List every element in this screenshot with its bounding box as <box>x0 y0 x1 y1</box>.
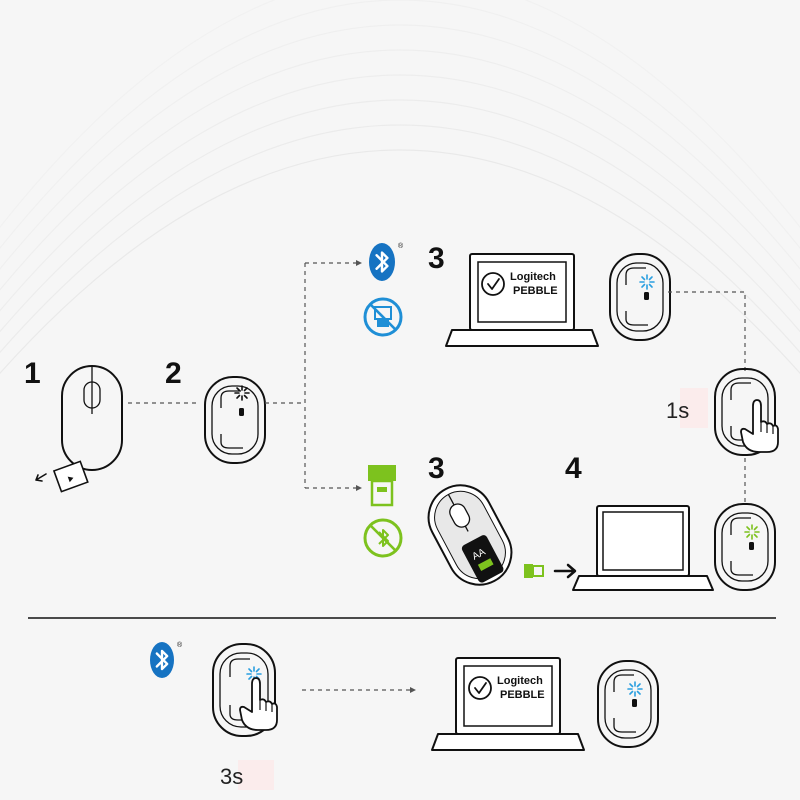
mouse-bottom-hold-3s <box>212 643 278 737</box>
usb-receiver-icon <box>368 465 396 507</box>
laptop-bottom <box>431 657 585 751</box>
insert-arrow <box>553 563 577 579</box>
bluetooth-icon <box>369 243 395 281</box>
hold-time-long: 3s <box>220 764 243 789</box>
mouse-bottom-step2 <box>204 376 266 464</box>
mouse-bottom-final <box>597 660 659 748</box>
pairing-confirmation-bottom <box>468 676 492 700</box>
screen-model: PEBBLE <box>513 285 558 297</box>
mouse-battery-open: AA <box>427 484 513 586</box>
step-2-number: 2 <box>165 357 182 390</box>
step-3-receiver-number: 3 <box>428 452 445 485</box>
laptop-receiver <box>572 505 714 591</box>
battery-pull-tab <box>52 460 89 493</box>
receiver-dongle <box>524 564 544 578</box>
pull-arrow <box>35 473 47 482</box>
hold-time-short: 1s <box>666 398 689 423</box>
pairing-confirmation <box>481 272 505 296</box>
mouse-bottom-hold-1s <box>714 368 779 456</box>
laptop-bluetooth <box>445 253 599 347</box>
hold-time-badge-long <box>238 760 274 790</box>
connector-bottom-arrowhead <box>410 687 416 693</box>
no-bluetooth-icon <box>363 518 403 558</box>
hold-time-badge <box>680 388 708 428</box>
bluetooth-icon-bottom <box>150 642 174 678</box>
no-receiver-icon <box>363 297 403 337</box>
branch-connectors <box>265 260 362 491</box>
mouse-bottom-receiver-paired <box>714 503 776 591</box>
mouse-bottom-bt-paired <box>609 253 671 341</box>
screen-brand-bottom: Logitech <box>497 675 543 687</box>
step-4-number: 4 <box>565 452 582 485</box>
registered-mark-bottom: ® <box>177 641 183 649</box>
screen-model-bottom: PEBBLE <box>500 689 545 701</box>
connector-bt-to-hold <box>668 291 746 372</box>
step-3-bluetooth-number: 3 <box>428 242 445 275</box>
background-arcs <box>0 124 800 375</box>
mouse-top-view <box>61 365 123 471</box>
screen-brand: Logitech <box>510 271 556 283</box>
registered-mark: ® <box>398 242 404 250</box>
step-1-number: 1 <box>24 357 41 390</box>
